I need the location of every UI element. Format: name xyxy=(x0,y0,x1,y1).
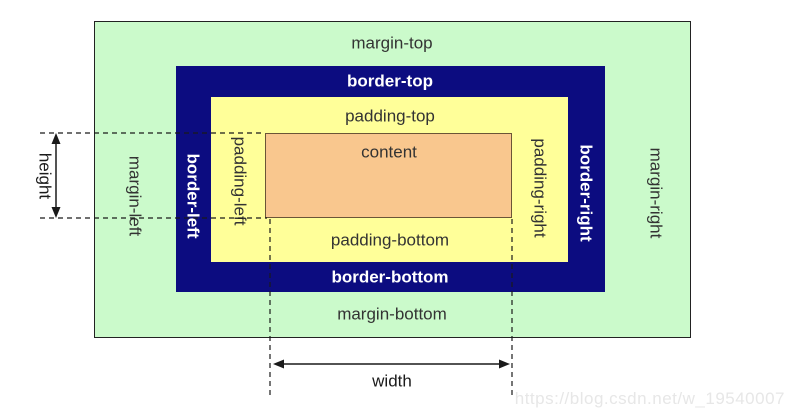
content-box xyxy=(265,133,512,218)
width-arrowhead-left-icon xyxy=(273,359,284,369)
content-label: content xyxy=(361,142,417,162)
height-arrowhead-down-icon xyxy=(51,207,61,218)
width-arrowhead-right-icon xyxy=(499,359,510,369)
margin-right-label: margin-right xyxy=(646,147,666,239)
width-label: width xyxy=(372,371,412,391)
watermark-url: https://blog.csdn.net/w_19540007 xyxy=(514,389,785,408)
border-left-label: border-left xyxy=(183,153,203,239)
padding-bottom-label: padding-bottom xyxy=(330,230,450,250)
padding-right-label: padding-right xyxy=(530,138,550,238)
margin-top-label: margin-top xyxy=(351,33,433,53)
height-arrowhead-up-icon xyxy=(51,133,61,144)
border-bottom-label: border-bottom xyxy=(331,267,449,287)
border-right-label: border-right xyxy=(576,144,596,242)
padding-top-label: padding-top xyxy=(345,106,435,126)
padding-left-label: padding-left xyxy=(230,136,250,226)
border-top-label: border-top xyxy=(347,71,433,91)
height-label: height xyxy=(35,152,55,200)
width-arrow xyxy=(273,359,510,369)
margin-bottom-label: margin-bottom xyxy=(337,304,447,324)
margin-left-label: margin-left xyxy=(125,155,145,237)
